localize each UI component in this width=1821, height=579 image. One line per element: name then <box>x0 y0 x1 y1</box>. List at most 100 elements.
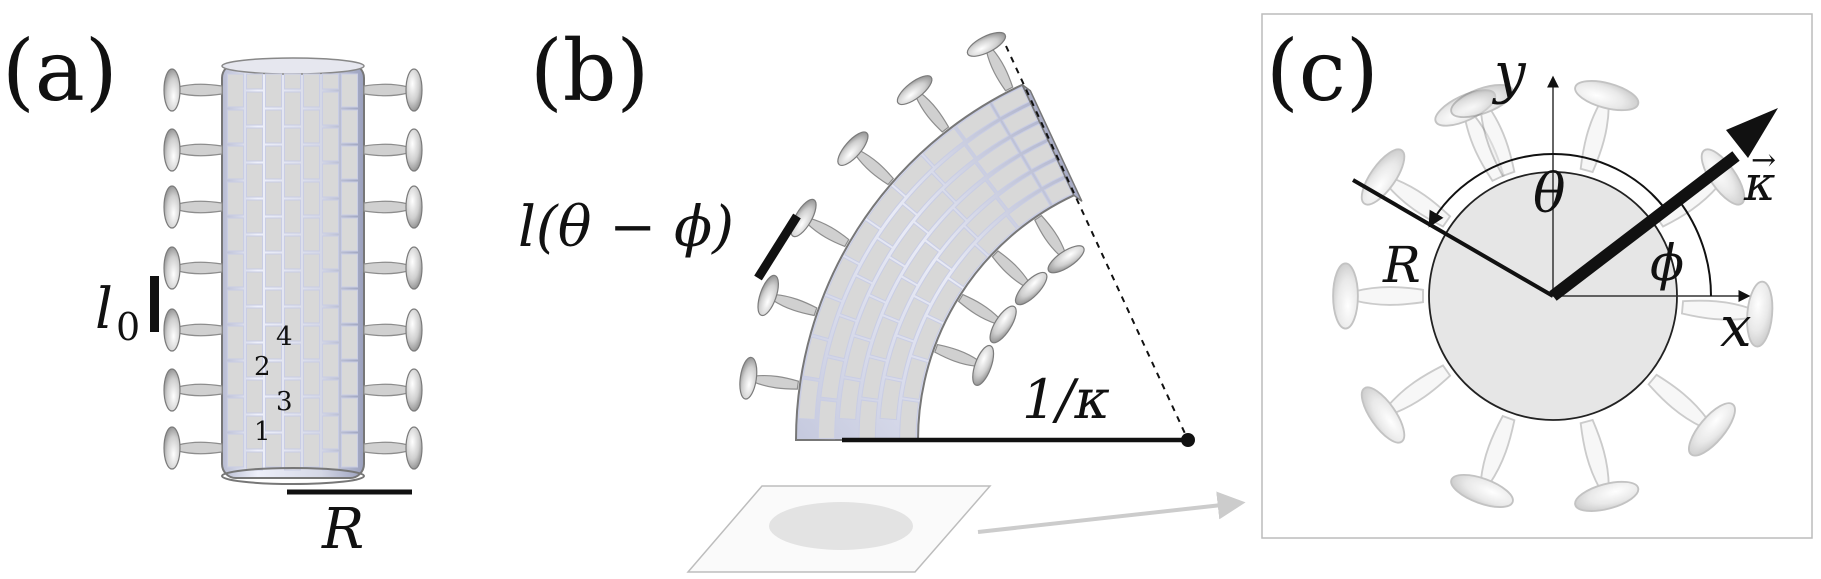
filament-segment <box>322 73 339 90</box>
filament-segment <box>997 173 1041 211</box>
filament-segment <box>1001 104 1039 135</box>
panel-c-label: (c) <box>1266 22 1379 120</box>
filament-segment <box>265 181 282 216</box>
filament-segment <box>246 127 263 162</box>
crosslinker <box>991 250 1048 306</box>
filament-segment <box>265 433 282 468</box>
theta-angle-arc <box>1428 153 1667 228</box>
filament-segment <box>341 73 358 108</box>
filament-segment <box>303 145 320 180</box>
filament-segment <box>322 235 339 270</box>
x-axis-label: x <box>1720 295 1752 360</box>
filament-segment <box>284 199 301 234</box>
filament-segment <box>322 451 339 471</box>
crosslinker <box>163 128 223 172</box>
filament-segment <box>246 451 263 471</box>
curvature-center-dot <box>1181 433 1195 447</box>
filament-segment <box>303 109 320 144</box>
filament-segment <box>1033 160 1065 188</box>
crosslinker <box>1647 373 1736 457</box>
length-l0-subscript: 0 <box>116 305 140 349</box>
filament-segment <box>284 271 301 306</box>
crosslinker <box>934 343 995 386</box>
filament-segment <box>284 343 301 378</box>
filament-number-4: 4 <box>276 322 293 352</box>
panel-a: (a) l 0 1 2 3 4 R <box>2 22 423 562</box>
panel-c: x y R κ → θ ϕ (c) <box>1261 13 1813 539</box>
filament-segment <box>284 91 301 126</box>
crosslinker <box>1574 79 1640 174</box>
filament-segment <box>265 73 282 108</box>
filament-segment <box>844 220 880 264</box>
filament-segment <box>976 215 1018 256</box>
filament-segment <box>890 222 928 266</box>
filament-segment <box>246 73 263 90</box>
filament-segment <box>937 226 977 269</box>
crosslinker <box>363 368 423 412</box>
filament-segment <box>1012 123 1047 153</box>
radius-of-curvature-label: 1/κ <box>1022 368 1110 431</box>
filament-segment <box>812 295 842 340</box>
filament-segment <box>284 127 301 162</box>
filament-segment <box>914 260 951 304</box>
filament-segment <box>227 433 244 468</box>
filament-segment <box>987 155 1030 193</box>
crosslinker <box>1034 214 1085 274</box>
filament-segment <box>246 235 263 270</box>
filament-segment <box>284 451 301 471</box>
filament-segment <box>265 289 282 324</box>
crosslinker <box>757 274 818 317</box>
radius-line-c <box>1351 178 1555 298</box>
crosslinker <box>966 31 1014 92</box>
filament-segment <box>227 397 244 432</box>
crosslinker-group-a <box>163 68 423 470</box>
filament-segment <box>322 271 339 306</box>
filament-segment <box>341 433 358 468</box>
filament-segment <box>227 253 244 288</box>
cross-section-pointer-arrow <box>977 491 1246 534</box>
filament-segment <box>284 307 301 342</box>
filament-segment <box>265 109 282 144</box>
crosslinker <box>1574 418 1640 513</box>
filament-segment <box>856 239 892 283</box>
bent-bundle-tube <box>794 83 1083 441</box>
phi-label: ϕ <box>1650 234 1684 292</box>
radius-label-a: R <box>321 497 364 562</box>
filament-segment <box>341 217 358 252</box>
filament-segment <box>903 172 944 214</box>
filament-segment <box>303 217 320 252</box>
filament-segment <box>879 378 903 421</box>
filament-segment <box>303 289 320 324</box>
filament-segment <box>303 325 320 360</box>
filament-segment <box>844 336 871 380</box>
filament-segment <box>949 245 988 288</box>
filament-segment <box>955 103 999 141</box>
filament-segment <box>897 297 930 341</box>
crosslinker <box>896 75 950 133</box>
filament-segment <box>802 336 829 380</box>
filament-segment <box>869 258 904 302</box>
filament-segment <box>246 415 263 450</box>
filament-segment <box>892 154 933 196</box>
filament-segment <box>246 199 263 234</box>
filament-segment <box>284 415 301 450</box>
filament-segment <box>869 316 899 360</box>
filament-segment <box>341 397 358 432</box>
filament-segment <box>861 357 886 400</box>
filament-segment <box>265 145 282 180</box>
crosslinker <box>363 246 423 290</box>
filament-segment <box>227 289 244 324</box>
length-l0-label: l 0 <box>95 276 159 349</box>
filament-number-3: 3 <box>276 387 293 417</box>
filament-segment <box>341 325 358 360</box>
radius-label-c: R <box>1382 236 1421 294</box>
cross-section-plane <box>686 485 992 573</box>
filament-segment <box>322 307 339 342</box>
crosslinker <box>363 128 423 172</box>
filament-segment <box>246 271 263 306</box>
crosslinker <box>739 356 800 400</box>
filament-segment <box>965 197 1007 238</box>
crosslinker <box>163 368 223 412</box>
filament-segment <box>265 397 282 432</box>
panel-a-label: (a) <box>2 22 118 120</box>
